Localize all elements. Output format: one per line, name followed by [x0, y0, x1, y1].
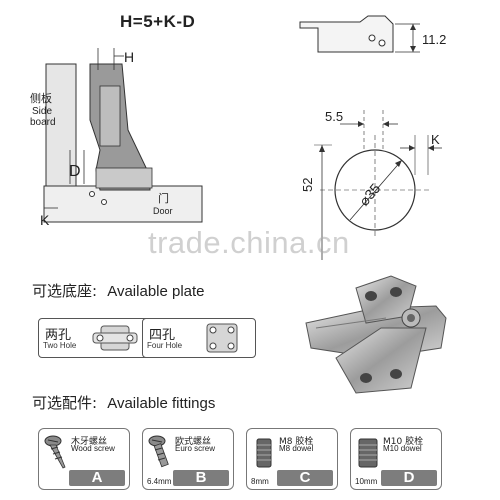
formula-title: H=5+K-D [120, 12, 196, 31]
hinge-cross-section-diagram: H 侧板 Side board D K 门 Door 11.2 5.5 K 52… [30, 15, 446, 260]
fitting-c-m8-dowel: M8 胶栓 M8 dowel 8mm C [246, 428, 338, 490]
fitting-size: 6.4mm [147, 477, 172, 486]
plate-option-two-hole: 两孔 Two Hole [38, 318, 152, 358]
plate-heading-cn: 可选底座: [32, 282, 98, 300]
door-label-cn: 门 [158, 191, 169, 205]
dim-k-right: K [431, 132, 440, 147]
hinge-cup [95, 167, 153, 189]
mounting-plate-photo [305, 275, 447, 394]
fitting-b-euro-screw: 欧式螺丝 Euro screw 6.4mm B [142, 428, 234, 490]
fitting-letter: C [277, 470, 333, 486]
fitting-name-cn: 木牙螺丝 [71, 437, 108, 447]
two-hole-plate-icon [92, 325, 138, 351]
euro-screw-icon [148, 435, 169, 468]
fitting-name-en: Euro screw [175, 444, 216, 453]
plate-option-four-hole: 四孔 Four Hole [142, 318, 256, 358]
watermark: trade.china.cn [148, 225, 350, 260]
side-board-label-cn: 侧板 [30, 91, 52, 105]
plate-heading: 可选底座: Available plate [32, 280, 205, 301]
fitting-name-cn: 欧式螺丝 [175, 437, 212, 447]
fitting-name-en: M10 dowel [383, 444, 422, 453]
fitting-name-en: Wood screw [71, 444, 115, 453]
four-hole-plate-icon [206, 323, 238, 353]
side-board [45, 63, 77, 187]
d-label: D [69, 163, 81, 180]
fitting-letter: A [69, 470, 125, 486]
plate-heading-en: Available plate [107, 283, 205, 300]
h-label: H [124, 49, 134, 65]
m8-dowel-icon [256, 438, 272, 468]
fittings-heading-cn: 可选配件: [32, 394, 98, 412]
side-board-label-en-1: Side [32, 106, 52, 117]
fitting-name-cn: M10 胶栓 [383, 437, 424, 447]
dim-52: 52 [300, 178, 315, 192]
door-panel [43, 185, 203, 223]
fitting-d-m10-dowel: M10 胶栓 M10 dowel 10mm D [350, 428, 442, 490]
plate-side-view [299, 15, 394, 53]
fitting-letter: D [381, 470, 437, 486]
wood-screw-icon [44, 435, 66, 469]
fitting-size: 10mm [355, 477, 378, 486]
fittings-heading: 可选配件: Available fittings [32, 392, 215, 413]
m10-dowel-icon [358, 438, 378, 468]
plate-name-cn: 两孔 [45, 328, 72, 343]
k-label-left: K [40, 212, 50, 228]
fitting-letter: B [173, 470, 229, 486]
fitting-a-wood-screw: 木牙螺丝 Wood screw A [38, 428, 130, 490]
door-label-en: Door [153, 206, 173, 216]
side-board-label-en-2: board [30, 117, 56, 128]
fitting-name-en: M8 dowel [279, 444, 314, 453]
cup-hole-circle [334, 149, 416, 231]
plate-name-en: Two Hole [43, 341, 77, 350]
dim-11-2: 11.2 [422, 32, 446, 47]
dim-5-5: 5.5 [325, 109, 343, 124]
fitting-name-cn: M8 胶栓 [279, 437, 314, 447]
plate-name-en: Four Hole [147, 341, 183, 350]
fittings-heading-en: Available fittings [107, 395, 216, 412]
plate-name-cn: 四孔 [149, 328, 176, 343]
fitting-size: 8mm [251, 477, 269, 486]
